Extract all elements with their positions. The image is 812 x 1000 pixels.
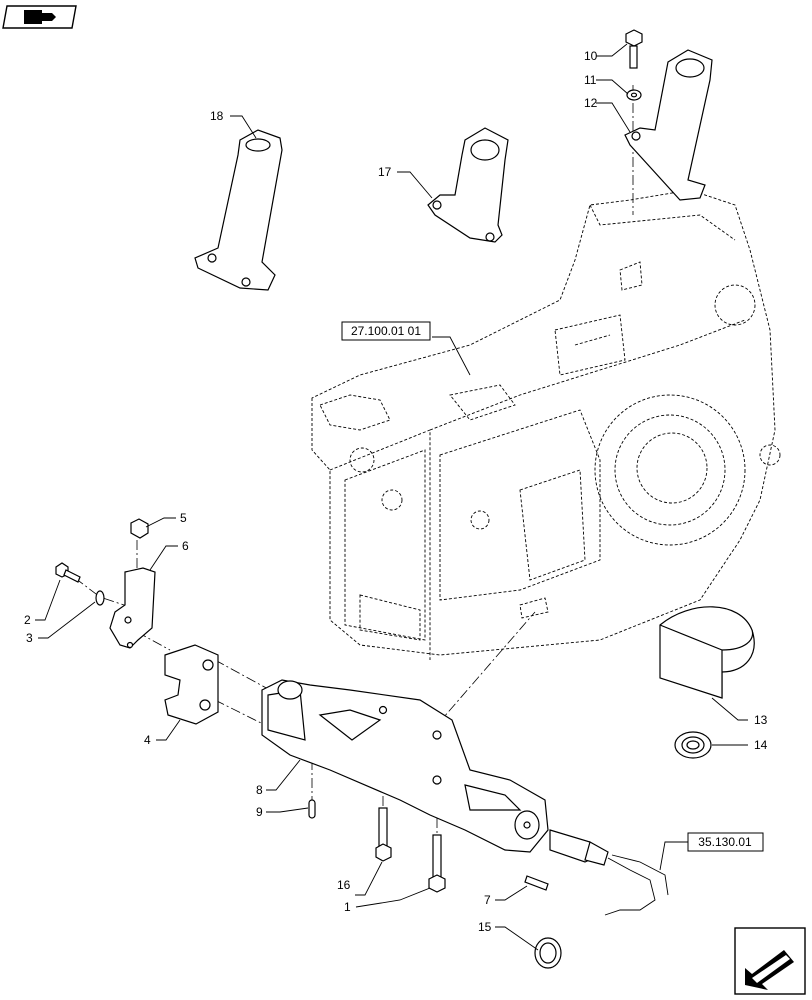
assembly-line-8 — [436, 611, 536, 726]
callout-16: 16 — [337, 878, 351, 892]
carrier-beam-8 — [261, 679, 549, 853]
bracket-12 — [624, 49, 713, 201]
reference-35-130-01[interactable]: 35.130.01 — [687, 832, 764, 852]
nut-5 — [130, 518, 149, 539]
assembly-line-4a — [214, 659, 271, 691]
bracket-18 — [194, 129, 283, 291]
bolt-1 — [428, 834, 446, 893]
callouts: 10 11 12 18 17 5 6 2 3 4 8 9 16 1 7 15 1… — [24, 49, 768, 934]
callout-9: 9 — [256, 805, 263, 819]
callout-2: 2 — [24, 613, 31, 627]
pin-7 — [524, 875, 549, 891]
callout-10: 10 — [584, 49, 598, 63]
hose-clamp-15 — [534, 937, 562, 969]
callout-11: 11 — [584, 73, 597, 87]
callout-7: 7 — [484, 893, 491, 907]
assembly-line-4b — [214, 699, 266, 726]
leader-lines — [35, 43, 748, 951]
bolt-10 — [625, 29, 643, 69]
callout-1: 1 — [344, 900, 351, 914]
washer-11 — [626, 89, 642, 101]
block-4 — [164, 644, 219, 725]
bracket-17 — [427, 127, 509, 243]
grommet-14 — [674, 731, 712, 759]
book-page-icon[interactable] — [2, 5, 77, 29]
bolt-2 — [55, 562, 81, 583]
sensor-harness — [549, 829, 669, 916]
pin-9 — [308, 799, 316, 819]
callout-3: 3 — [26, 631, 33, 645]
callout-8: 8 — [256, 783, 263, 797]
reference-label: 27.100.01 01 — [351, 324, 421, 338]
clip-bracket-6 — [109, 567, 156, 649]
reference-label: 35.130.01 — [698, 835, 752, 849]
transmission-housing — [311, 189, 781, 660]
cover-13 — [659, 606, 755, 699]
callout-4: 4 — [144, 733, 151, 747]
bolt-16 — [375, 807, 392, 862]
callout-13: 13 — [754, 713, 768, 727]
callout-5: 5 — [180, 511, 187, 525]
callout-14: 14 — [754, 738, 768, 752]
callout-18: 18 — [210, 109, 224, 123]
callout-6: 6 — [182, 539, 189, 553]
washer-3 — [95, 590, 105, 606]
reference-27-100-01-01[interactable]: 27.100.01 01 — [341, 321, 431, 341]
back-arrow-icon[interactable] — [734, 927, 806, 995]
callout-12: 12 — [584, 96, 598, 110]
callout-15: 15 — [478, 920, 492, 934]
callout-17: 17 — [378, 165, 392, 179]
